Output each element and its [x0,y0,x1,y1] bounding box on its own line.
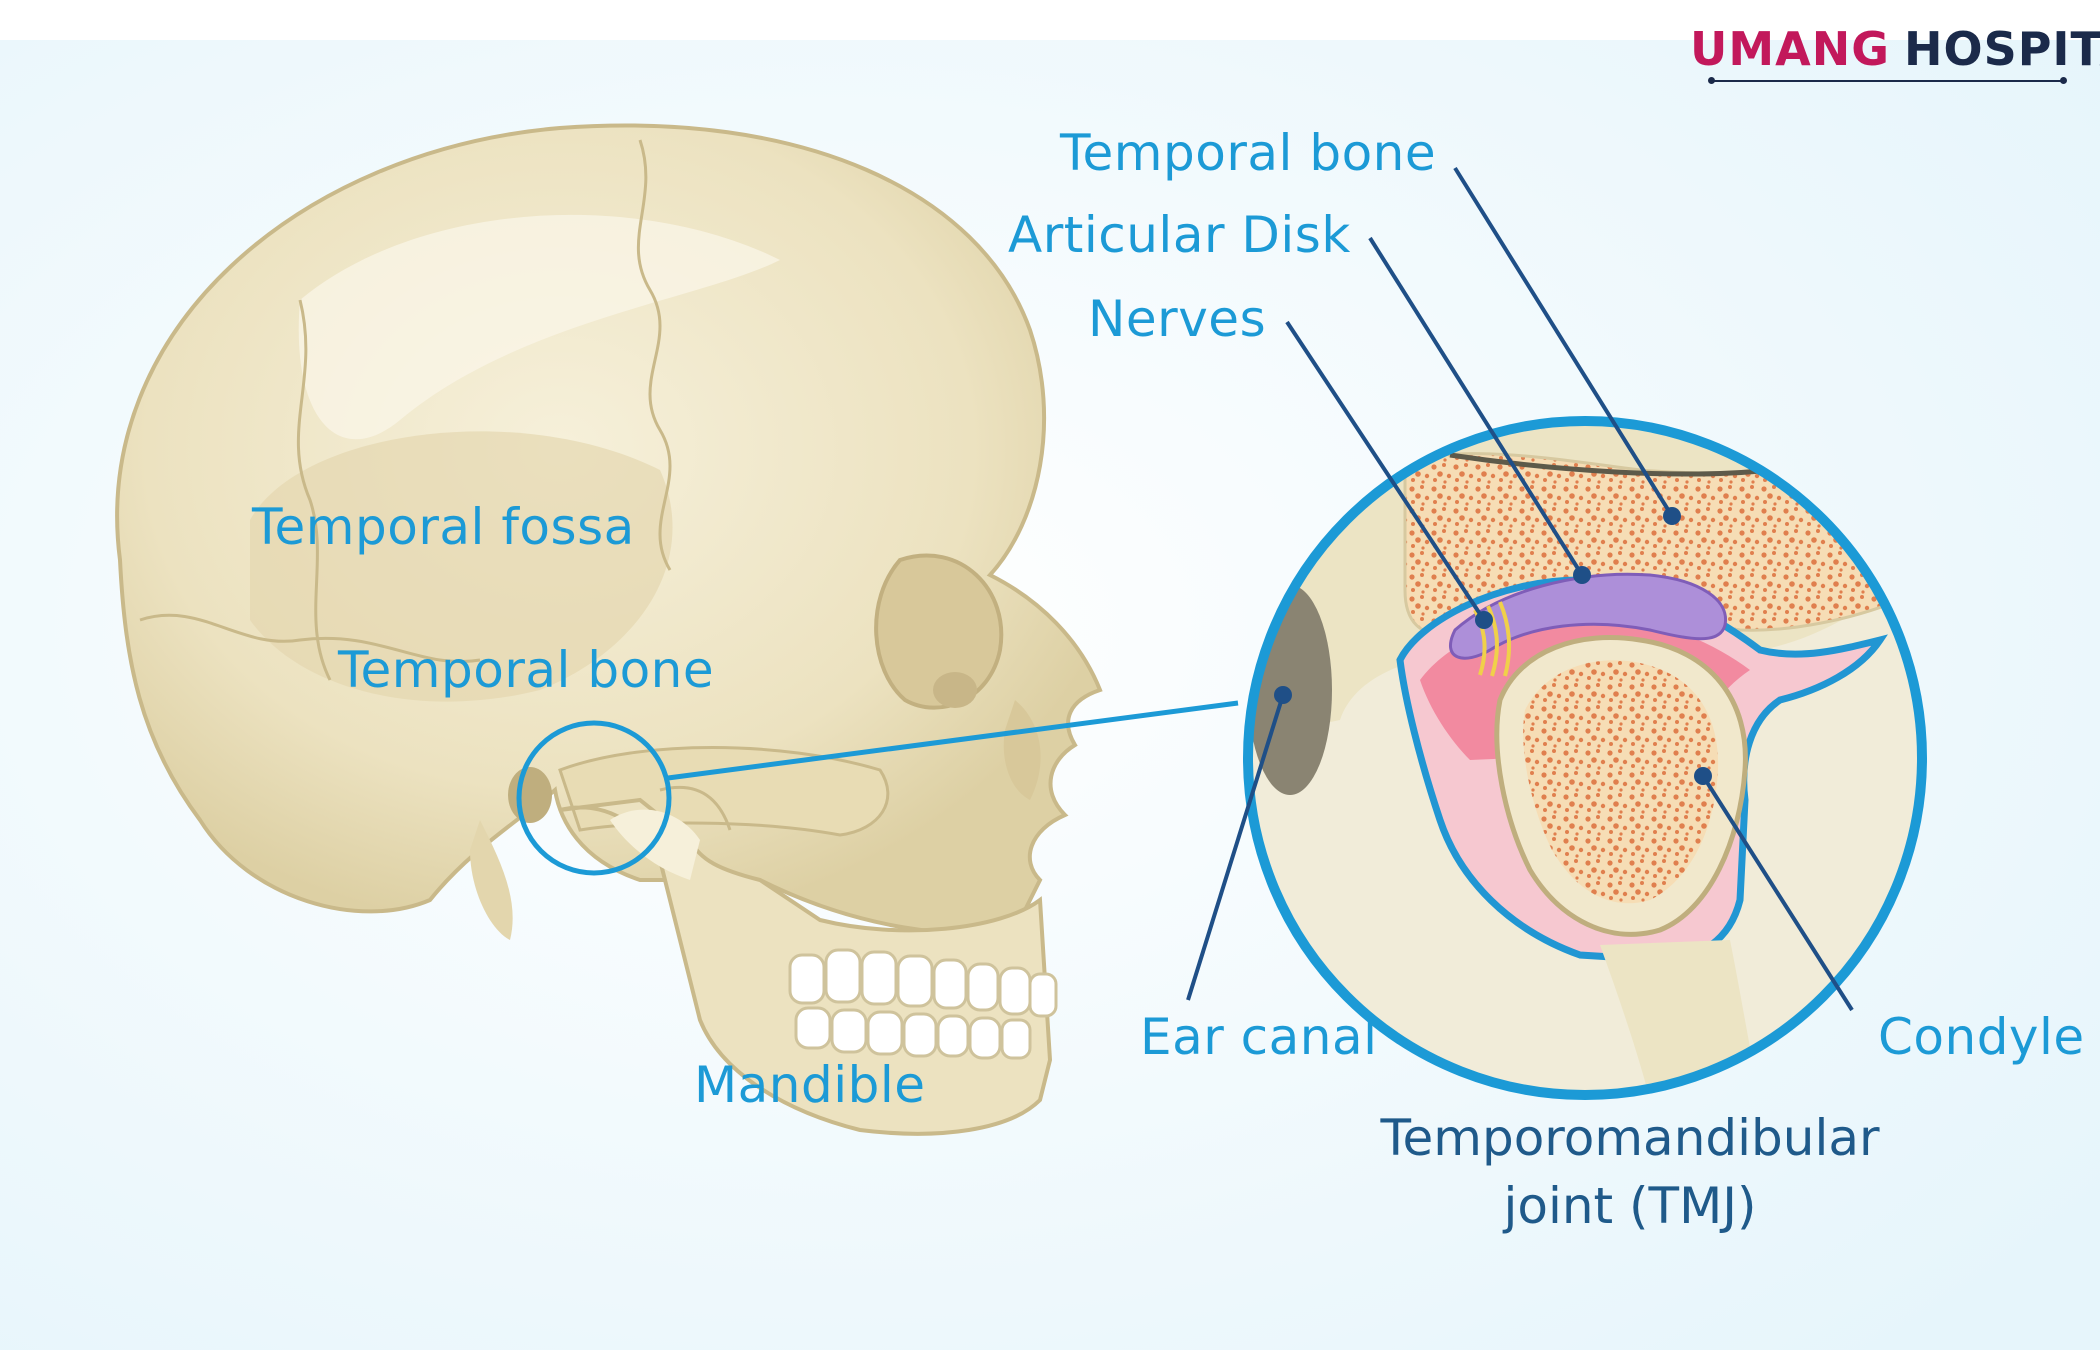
label-mandible: Mandible [694,1056,926,1114]
label-condyle: Condyle [1878,1008,2085,1066]
logo-underline [1712,80,2064,82]
label-temporal-bone-inset: Temporal bone [1060,124,1437,182]
logo-text-umang: UMANG [1690,22,1890,76]
label-articular-disk: Articular Disk [1008,206,1351,264]
logo-dot-right [2060,77,2067,84]
caption-line-1: Temporomandibular [1380,1109,1880,1167]
logo-dot-left [1708,77,1715,84]
zoom-ring [516,720,672,876]
label-temporal-bone-skull: Temporal bone [338,641,715,699]
leader-lines [1186,166,1854,1012]
leader-dots [1274,507,1712,785]
skull [115,123,1103,1136]
label-temporal-fossa: Temporal fossa [252,498,635,556]
zoom-connector [667,700,1239,781]
logo-text-hospital: HOSPITAL [1903,22,2100,76]
leader-ear-canal [1186,694,1285,1001]
label-ear-canal: Ear canal [1140,1008,1378,1066]
tmj-inset [1243,416,1927,1100]
leader-articular-disk [1368,236,1584,577]
leader-condyle [1701,774,1854,1012]
label-nerves: Nerves [1088,290,1267,348]
diagram-caption: Temporomandibular joint (TMJ) [1330,1104,1930,1240]
hospital-logo: UMANGHOSPITAL [1690,22,2100,76]
teeth [788,948,1058,1060]
leader-nerves [1285,320,1486,622]
leader-temporal-bone [1453,166,1674,518]
caption-line-2: joint (TMJ) [1503,1177,1757,1235]
